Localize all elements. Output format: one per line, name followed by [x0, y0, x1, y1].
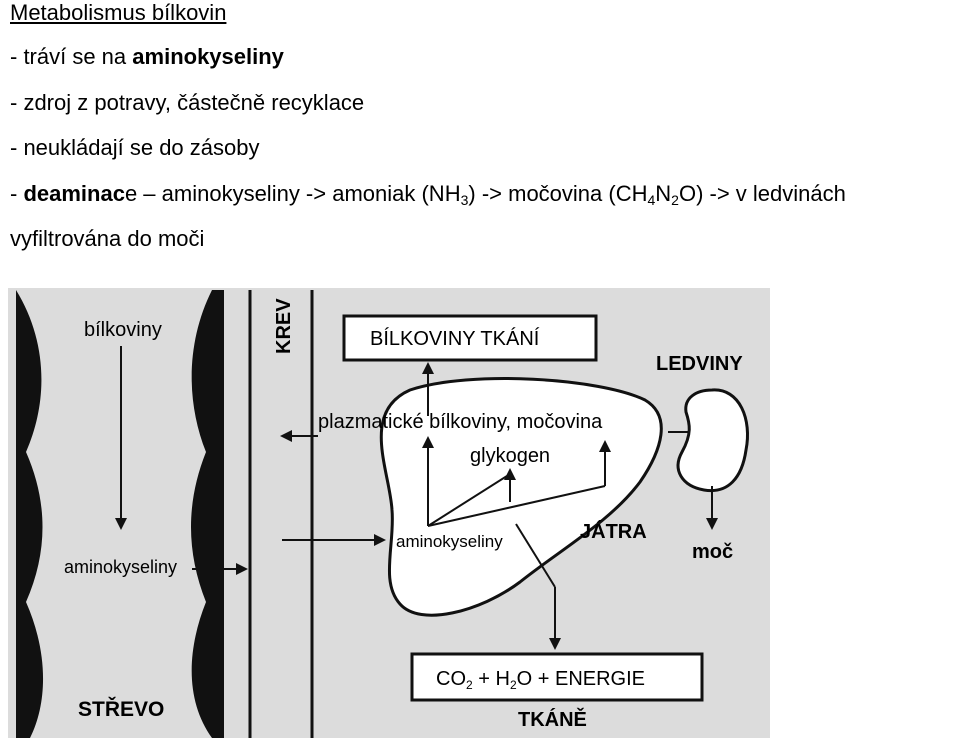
- label-krev: KREV: [273, 298, 295, 354]
- bullet-storage: - neukládají se do zásoby: [10, 135, 260, 160]
- label-jatra: JÁTRA: [580, 520, 647, 543]
- label-moc: moč: [692, 541, 733, 563]
- bullet-filtration: vyfiltrována do moči: [10, 226, 205, 251]
- liver-shape: [379, 377, 663, 617]
- bullet-deamination: - deaminace – aminokyseliny -> amoniak (…: [10, 181, 846, 208]
- label-tkane: TKÁNĚ: [518, 707, 587, 731]
- label-ledviny: LEDVINY: [656, 353, 743, 375]
- page-title: Metabolismus bílkovin: [10, 0, 227, 25]
- box-energie: [410, 652, 704, 702]
- label-plazmaticke: plazmatické bílkoviny, močovina: [318, 411, 603, 433]
- arrow-up-center: [427, 473, 511, 527]
- kidney-shape: [676, 388, 749, 493]
- label-aminokyseliny-jatra: aminokyseliny: [396, 532, 503, 551]
- intestine-wall-right: [191, 290, 224, 738]
- bullet-digestion: - tráví se na aminokyseliny: [10, 44, 284, 69]
- box-bilkoviny-tkani: [342, 314, 598, 362]
- label-bilkoviny: bílkoviny: [84, 319, 162, 341]
- label-energie: CO2 + H2O + ENERGIE: [436, 668, 645, 692]
- arrow-right-line: [427, 485, 606, 527]
- bullet-source: - zdroj z potravy, částečně recyklace: [10, 90, 365, 115]
- metabolism-diagram: KREV bílkoviny aminokyseliny STŘEVO BÍLK…: [8, 288, 770, 738]
- label-glykogen: glykogen: [470, 445, 550, 467]
- label-bilkoviny-tkani: BÍLKOVINY TKÁNÍ: [370, 327, 540, 350]
- label-aminokyseliny-strevo: aminokyseliny: [64, 557, 177, 577]
- label-strevo: STŘEVO: [78, 697, 164, 721]
- arrow-to-tissue-diag: [515, 523, 556, 588]
- intestine-wall-left: [16, 290, 44, 738]
